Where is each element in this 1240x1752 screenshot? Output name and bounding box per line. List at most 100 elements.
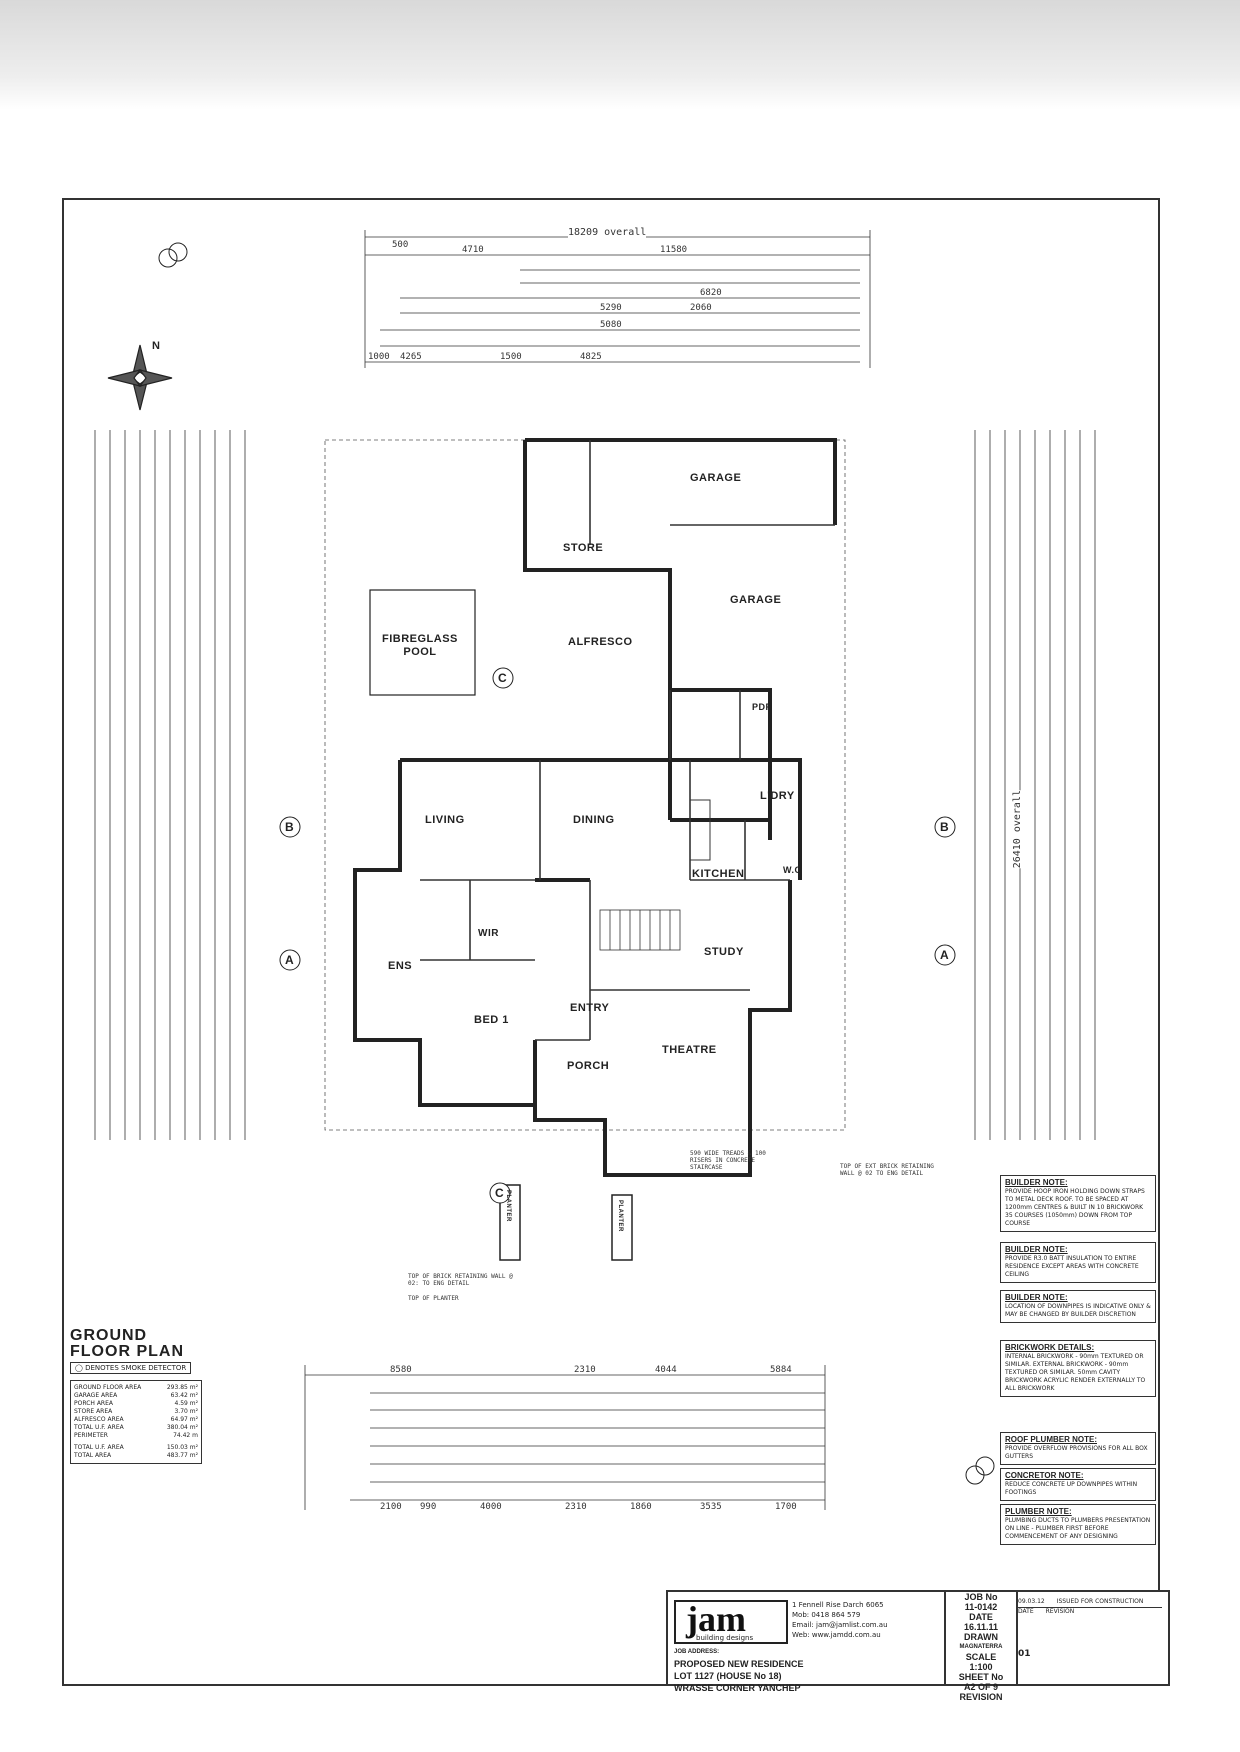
smoke-detector-legend: ◯ DENOTES SMOKE DETECTOR [70, 1362, 192, 1374]
area-label: PERIMETER [74, 1432, 108, 1439]
title-block: jam building designs 1 Fennell Rise Darc… [666, 1590, 1170, 1702]
sheet-label: SHEET No [958, 1672, 1004, 1682]
area-value: 380.04 m² [166, 1424, 198, 1431]
north-label: N [152, 340, 161, 352]
room-pool: FIBREGLASS POOL [382, 633, 458, 658]
dim-top-2: 11580 [660, 245, 688, 255]
section-marker-a-right: A [940, 948, 950, 962]
job-no: 11-0142 [964, 1602, 998, 1612]
room-study: STUDY [704, 946, 744, 958]
dim-bottom-7: 2310 [565, 1502, 587, 1512]
section-marker-c-bottom: C [495, 1186, 505, 1200]
left-dimension-lines [94, 430, 246, 1140]
note-body: PROVIDE OVERFLOW PROVISIONS FOR ALL BOX … [1005, 1445, 1148, 1460]
area-value: 74.42 m [173, 1432, 198, 1439]
dim-bottom-6: 4000 [480, 1502, 502, 1512]
kitchen-island [689, 799, 711, 861]
section-marker-a-left: A [285, 953, 295, 967]
dim-bottom-1: 2310 [574, 1365, 596, 1375]
dim-bottom-5: 990 [420, 1502, 437, 1512]
note-title: BUILDER NOTE: [1005, 1178, 1068, 1187]
scale-badge-bottom [965, 1456, 995, 1485]
room-ensuite: ENS [388, 960, 413, 972]
area-label: ALFRESCO AREA [74, 1416, 124, 1423]
revision-table: 09.03.12 ISSUED FOR CONSTRUCTION DATE RE… [1018, 1598, 1162, 1659]
area-value: 64.97 m² [170, 1416, 198, 1423]
note-body: PROVIDE R3.0 BATT INSULATION TO ENTIRE R… [1005, 1255, 1139, 1278]
area-row: PERIMETER 74.42 m [74, 1432, 198, 1440]
revision-head-desc: REVISION [1045, 1608, 1075, 1615]
area-label: TOTAL U.F. AREA [74, 1444, 124, 1451]
logo-wordmark: jam [686, 1599, 746, 1639]
north-arrow-icon [107, 344, 173, 411]
area-label: STORE AREA [74, 1408, 113, 1415]
scale-label: SCALE [965, 1652, 997, 1662]
area-label: GARAGE AREA [74, 1392, 118, 1399]
room-garage-lower: GARAGE [730, 594, 782, 606]
revision-head-date: DATE [1018, 1608, 1034, 1615]
brickwork-note: BRICKWORK DETAILS: INTERNAL BRICKWORK - … [1000, 1340, 1156, 1397]
room-porch: PORCH [567, 1060, 610, 1072]
bottom-dimension-lines [304, 1365, 826, 1510]
area-value: 483.77 m² [166, 1452, 198, 1459]
house-walls [353, 438, 837, 1177]
note-body: INTERNAL BRICKWORK - 90mm TEXTURED OR SI… [1005, 1353, 1146, 1392]
dim-bottom-2: 4044 [655, 1365, 677, 1375]
pool-outline [369, 589, 476, 696]
area-value: 4.59 m² [174, 1400, 198, 1407]
dim-bottom-0: 8580 [390, 1365, 412, 1375]
note-body: PLUMBING DUCTS TO PLUMBERS PRESENTATION … [1005, 1517, 1151, 1540]
section-marker-c-top: C [498, 671, 508, 685]
dim-top-0: 500 [392, 240, 409, 250]
right-dimension-lines [974, 430, 1096, 1140]
note-title: BUILDER NOTE: [1005, 1293, 1068, 1302]
builder-note-3: BUILDER NOTE: LOCATION OF DOWNPIPES IS I… [1000, 1290, 1156, 1323]
job-address-label: JOB ADDRESS: [674, 1649, 720, 1655]
note-body: LOCATION OF DOWNPIPES IS INDICATIVE ONLY… [1005, 1303, 1151, 1318]
dim-bottom-8: 1860 [630, 1502, 652, 1512]
planter-right: PLANTER [617, 1200, 623, 1232]
drawn-label: DRAWN [964, 1632, 998, 1642]
stair-treads [599, 909, 681, 951]
room-dining: DINING [573, 814, 615, 826]
builder-note-2: BUILDER NOTE: PROVIDE R3.0 BATT INSULATI… [1000, 1242, 1156, 1283]
room-kitchen: KITCHEN [692, 868, 745, 880]
note-stair: 590 WIDE TREADS & 100 RISERS IN CONCRETE… [690, 1150, 766, 1171]
dim-bottom-4: 2100 [380, 1502, 402, 1512]
dim-top-5: 1500 [500, 352, 522, 362]
scale-value: 1:100 [969, 1662, 993, 1672]
job-address: JOB ADDRESS: PROPOSED NEW RESIDENCE LOT … [674, 1646, 934, 1694]
note-body: REDUCE CONCRETE UP DOWNPIPES WITHIN FOOT… [1005, 1481, 1138, 1496]
plumber-note: PLUMBER NOTE: PLUMBING DUCTS TO PLUMBERS… [1000, 1504, 1156, 1545]
revision-label: REVISION [959, 1692, 1003, 1702]
dim-top-3: 1000 [368, 352, 390, 362]
note-brick-retaining: TOP OF BRICK RETAINING WALL @ 02: TO ENG… [408, 1273, 513, 1287]
planter-right-outline [611, 1194, 633, 1261]
revision-row: 09.03.12 ISSUED FOR CONSTRUCTION [1018, 1598, 1162, 1605]
note-retaining-wall: TOP OF EXT BRICK RETAINING WALL @ 02 TO … [840, 1163, 934, 1177]
street-address: WRASSE CORNER YANCHEP [674, 1683, 801, 1693]
concretor-note: CONCRETOR NOTE: REDUCE CONCRETE UP DOWNP… [1000, 1468, 1156, 1501]
area-value: 63.42 m² [170, 1392, 198, 1399]
overall-depth-dim: 26410 overall [1012, 790, 1023, 869]
note-title: PLUMBER NOTE: [1005, 1507, 1072, 1516]
job-info-column: JOB No 11-0142 DATE 16.11.11 DRAWN MAGNA… [944, 1592, 1018, 1702]
area-value: 3.70 m² [174, 1408, 198, 1415]
logo-subtitle: building designs [696, 1634, 754, 1642]
overall-width-dim: 18209 overall [568, 227, 647, 238]
plan-title: GROUND FLOOR PLAN [70, 1327, 184, 1360]
company-logo: jam building designs [674, 1599, 788, 1644]
room-wc: W.C [783, 865, 802, 875]
sheet-value: A2 OF 9 [963, 1682, 998, 1692]
room-laundry: L'DRY [760, 790, 795, 802]
area-row: ALFRESCO AREA 64.97 m² [74, 1416, 198, 1424]
dim-top-8: 5080 [600, 320, 622, 330]
drawn-value: MAGNATERRA [959, 1644, 1003, 1650]
